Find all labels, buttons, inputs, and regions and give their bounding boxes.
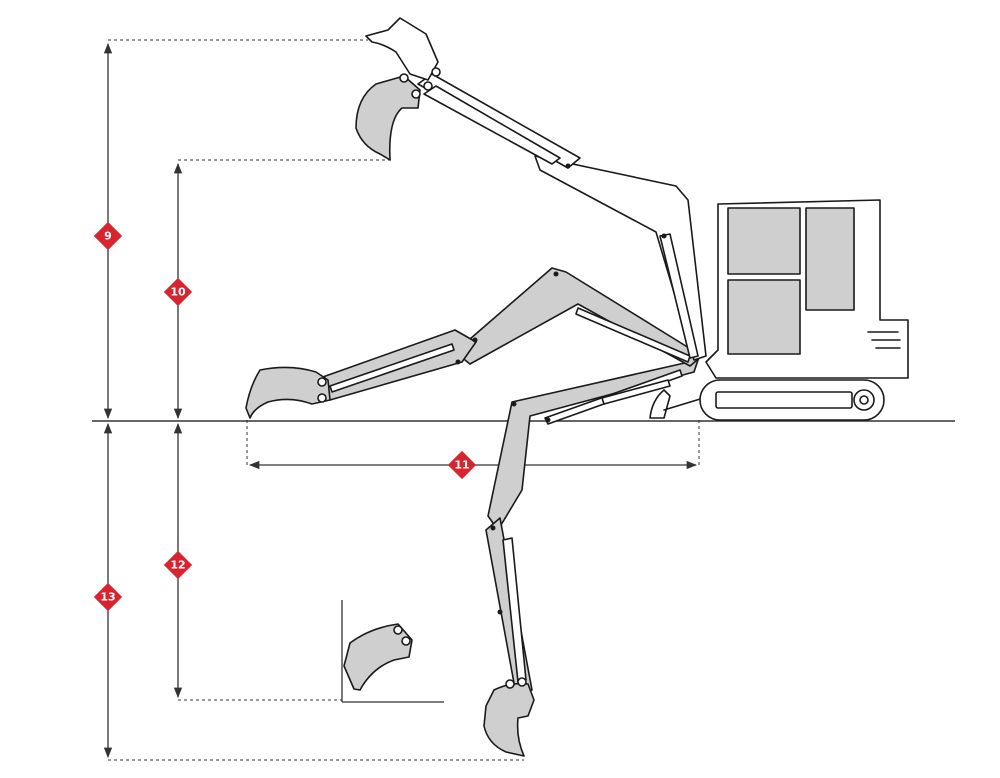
badge-label-9: 9: [104, 230, 112, 243]
cab-window-front-lower: [727, 279, 801, 355]
cab-window-front-upper: [727, 207, 801, 275]
badge-diamond: [163, 550, 193, 580]
cab-window-side: [805, 207, 855, 311]
badge-label-11: 11: [454, 459, 469, 472]
dozer-blade: [649, 389, 671, 419]
arm-position-max-depth: [483, 359, 699, 757]
badge-label-10: 10: [170, 286, 186, 299]
dimension-badge-13: 13: [93, 582, 123, 612]
arm-position-max-reach: [245, 267, 703, 419]
arm-position-max-height: [355, 17, 707, 361]
dimension-badge-11: 11: [447, 450, 477, 480]
dimension-badge-9: 9: [93, 221, 123, 251]
engine-grille: [867, 331, 901, 349]
excavator-body: [649, 199, 909, 421]
reference-lines: [108, 39, 700, 761]
dimension-badge-12: 12: [163, 550, 193, 580]
bucket-reference-detail: [341, 600, 444, 703]
dimension-badge-10: 10: [163, 277, 193, 307]
badge-label-13: 13: [100, 591, 115, 604]
badge-diamond: [93, 582, 123, 612]
badge-label-12: 12: [170, 559, 185, 572]
